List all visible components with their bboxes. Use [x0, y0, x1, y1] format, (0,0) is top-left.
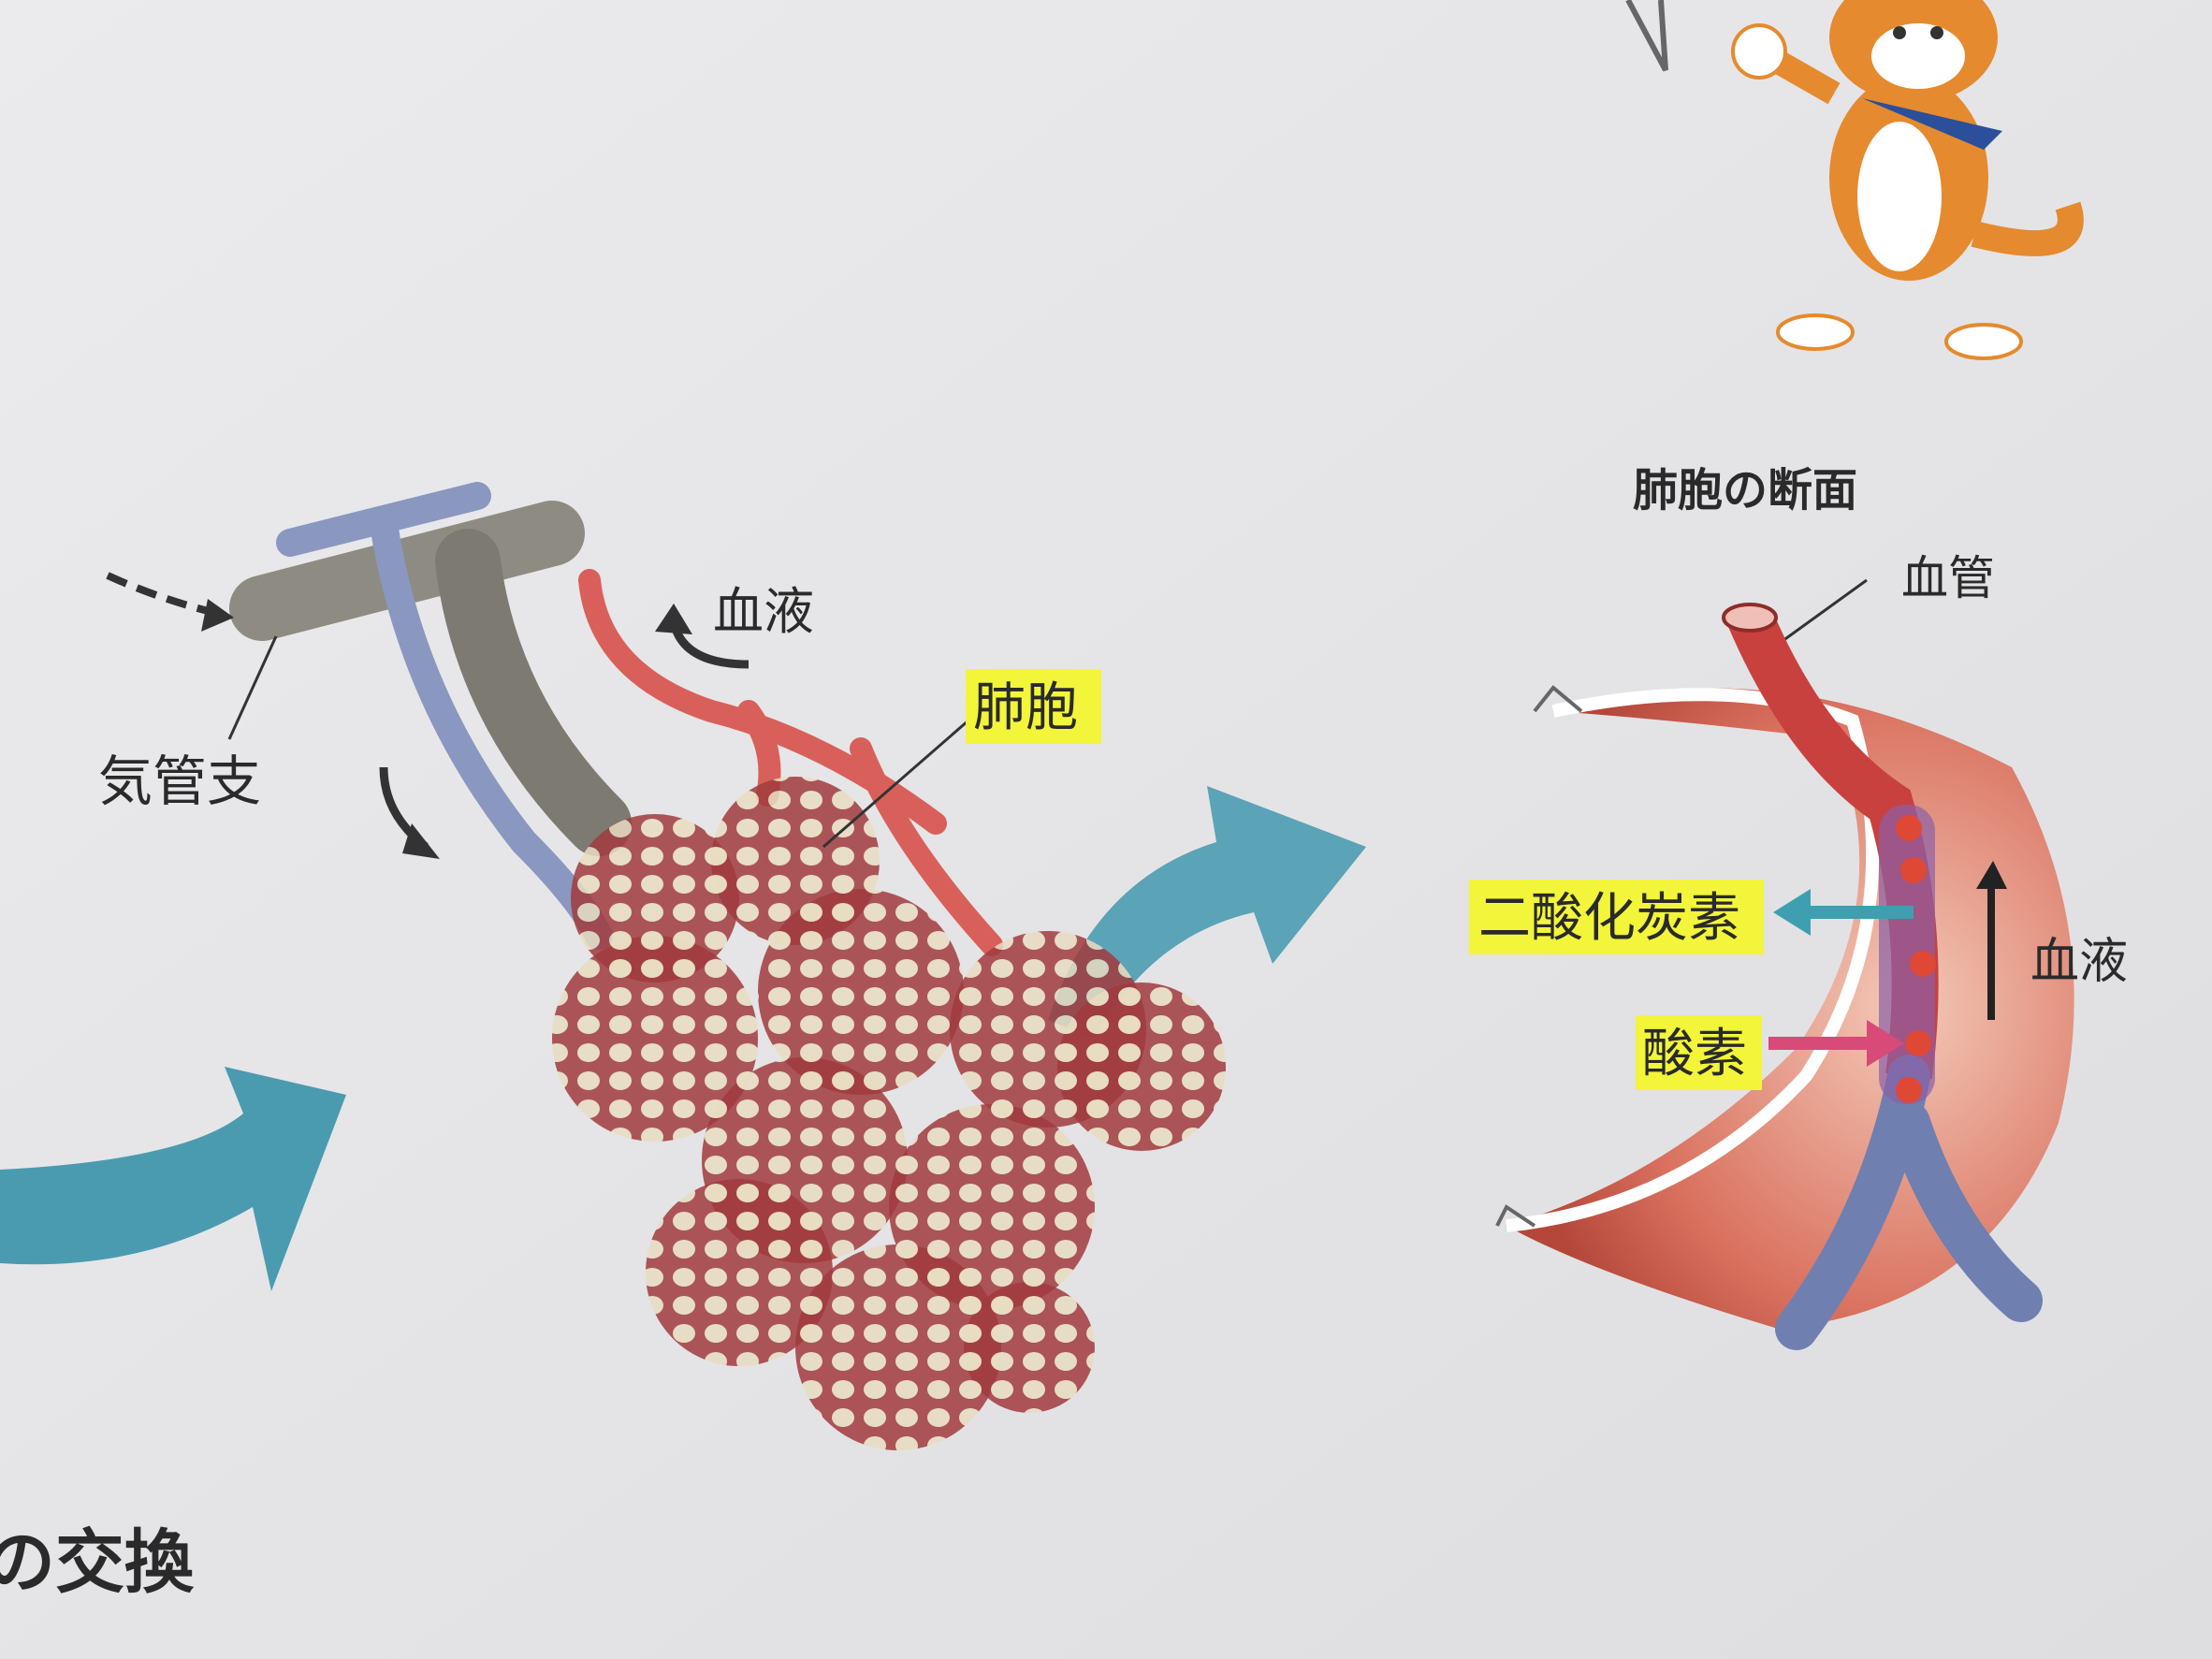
arrowhead-icon: [402, 823, 440, 859]
label-blood-vessel: 血管: [1901, 551, 1995, 605]
label-blood-top: 血液: [713, 582, 814, 641]
section-heading-fragment: の交換: [0, 1522, 195, 1603]
label-carbon-dioxide: 二酸化炭素: [1478, 888, 1740, 949]
arrowhead-icon: [1867, 1020, 1904, 1067]
label-alveolus: 肺胞: [973, 677, 1078, 738]
leader-line-vessel: [1782, 578, 1868, 643]
leader-line-bronchus: [227, 635, 278, 740]
arrowhead-icon: [655, 604, 692, 634]
arrowhead-icon: [201, 599, 234, 632]
big-arrow-left: [0, 1067, 346, 1291]
label-blood-right: 血液: [2030, 934, 2128, 990]
leader-line-alveolus: [822, 719, 969, 849]
air-in-arrow-icon: [106, 572, 216, 617]
arrowhead-icon: [1773, 889, 1811, 936]
highlight-co2: [1469, 880, 1764, 954]
label-oxygen: 酸素: [1642, 1024, 1747, 1084]
label-bronchus: 気管支: [98, 749, 261, 813]
alveoli-cluster: [552, 777, 1226, 1450]
arrowhead-icon: [1976, 861, 2007, 889]
section-title: 肺胞の断面: [1633, 464, 1857, 517]
mascot-dog-icon: [1731, 0, 2084, 360]
highlight-oxygen: [1636, 1015, 1762, 1090]
highlight-alveolus: [966, 669, 1101, 744]
speech-bubble-tail: [1625, 0, 1668, 72]
